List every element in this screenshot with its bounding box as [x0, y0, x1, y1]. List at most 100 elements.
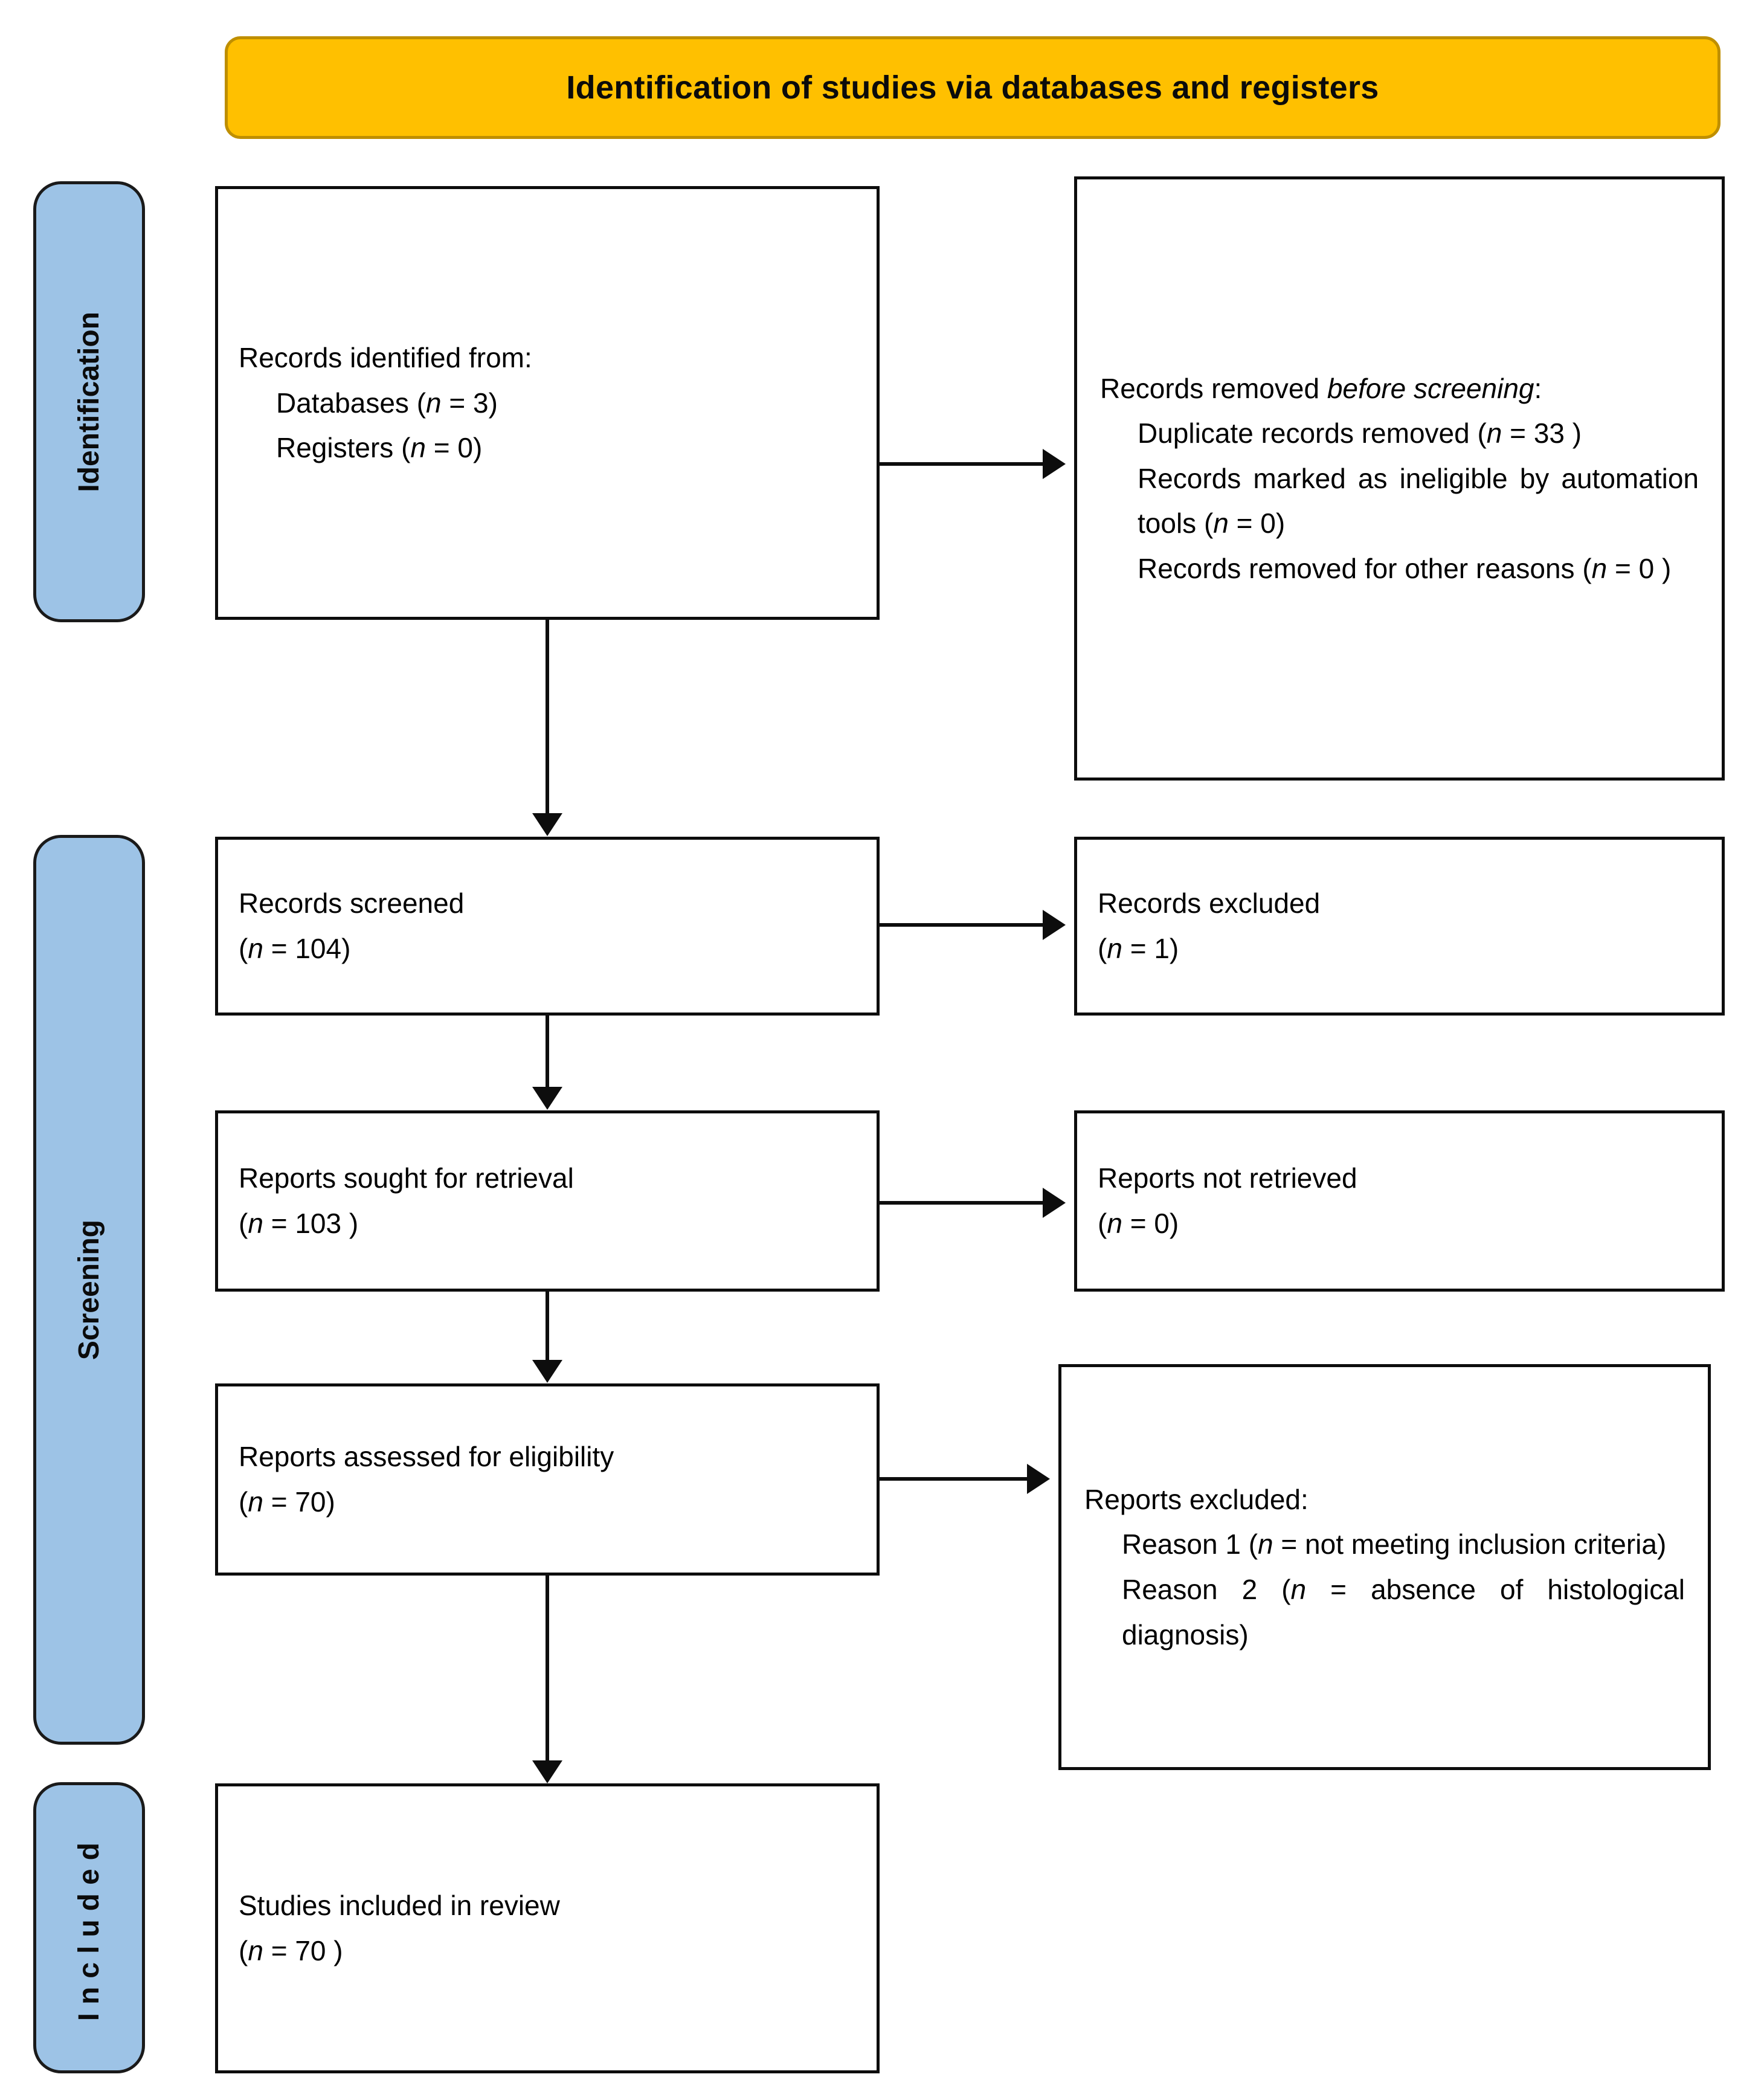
stage-label-included-text: Included — [73, 1834, 105, 2021]
n-italic: n — [248, 1935, 263, 1966]
records-identified-title: Records identified from: — [239, 342, 532, 374]
reports-assessed-count-value: = 70) — [263, 1486, 335, 1518]
reports-excluded-reason-1: Reason 1 (n = not meeting inclusion crit… — [1084, 1522, 1685, 1567]
node-records-screened: Records screened (n = 104) — [215, 837, 880, 1016]
arrowhead-right-icon — [1043, 910, 1066, 940]
stage-label-identification-text: Identification — [73, 311, 105, 492]
node-reports-excluded: Reports excluded: Reason 1 (n = not meet… — [1058, 1364, 1711, 1770]
stage-label-included: Included — [33, 1782, 145, 2073]
arrowhead-down-icon — [532, 1360, 562, 1383]
node-records-identified-body: Records identified from: Databases (n = … — [218, 335, 877, 471]
ineligible-count: = 0) — [1228, 507, 1286, 539]
reports-assessed-count: (n = 70) — [239, 1480, 856, 1525]
n-italic: n — [248, 933, 263, 964]
arrowhead-right-icon — [1043, 1188, 1066, 1218]
records-removed-title-lead: Records removed — [1100, 372, 1327, 404]
stage-label-screening: Screening — [33, 835, 145, 1745]
arrowhead-right-icon — [1043, 449, 1066, 479]
node-records-removed-before-screening: Records removed before screening: Duplic… — [1074, 176, 1725, 781]
reason-1-text: = not meeting inclusion criteria) — [1273, 1528, 1667, 1560]
node-studies-included: Studies included in review (n = 70 ) — [215, 1783, 880, 2073]
reason-1-label: Reason 1 ( — [1122, 1528, 1258, 1560]
records-excluded-title: Records excluded — [1098, 887, 1321, 919]
connector-assessed-to-reports-excluded — [880, 1477, 1027, 1481]
node-reports-excluded-body: Reports excluded: Reason 1 (n = not meet… — [1061, 1477, 1708, 1657]
n-italic: n — [1107, 933, 1122, 964]
records-excluded-count: (n = 1) — [1098, 926, 1701, 971]
n-italic: n — [1591, 552, 1608, 584]
records-screened-count-value: = 104) — [263, 933, 351, 964]
reports-excluded-reason-2: Reason 2 (n = absence of histological di… — [1084, 1567, 1685, 1657]
node-records-excluded-body: Records excluded (n = 1) — [1077, 881, 1722, 971]
records-excluded-count-value: = 1) — [1122, 933, 1179, 964]
connector-identified-to-removed — [880, 462, 1043, 466]
reports-not-retrieved-title: Reports not retrieved — [1098, 1162, 1357, 1194]
reason-2-text: = absence of histological diagnosis) — [1122, 1574, 1685, 1650]
node-reports-not-retrieved-body: Reports not retrieved (n = 0) — [1077, 1156, 1722, 1246]
open-paren: ( — [239, 1486, 248, 1518]
n-italic: n — [1258, 1528, 1273, 1560]
registers-count: = 0) — [425, 432, 483, 464]
reports-excluded-title: Reports excluded: — [1084, 1483, 1309, 1515]
arrowhead-right-icon — [1027, 1464, 1050, 1494]
records-screened-title: Records screened — [239, 887, 465, 919]
open-paren: ( — [239, 933, 248, 964]
node-records-screened-body: Records screened (n = 104) — [218, 881, 877, 971]
connector-screened-to-sought — [546, 1016, 549, 1087]
node-records-identified: Records identified from: Databases (n = … — [215, 186, 880, 620]
records-removed-other-reasons: Records removed for other reasons (n = 0… — [1100, 546, 1699, 591]
records-screened-count: (n = 104) — [239, 926, 856, 971]
open-paren: ( — [239, 1935, 248, 1966]
node-reports-not-retrieved: Reports not retrieved (n = 0) — [1074, 1110, 1725, 1292]
arrowhead-down-icon — [532, 1087, 562, 1110]
n-italic: n — [248, 1208, 263, 1239]
arrowhead-down-icon — [532, 1760, 562, 1783]
records-identified-registers: Registers (n = 0) — [239, 425, 856, 471]
node-studies-included-body: Studies included in review (n = 70 ) — [218, 1883, 877, 1973]
n-italic: n — [1213, 507, 1229, 539]
duplicate-records-removed: Duplicate records removed (n = 33 ) — [1100, 411, 1699, 456]
before-screening-italic: before screening — [1327, 372, 1534, 404]
open-paren: ( — [1098, 933, 1107, 964]
stage-label-identification: Identification — [33, 181, 145, 622]
reports-sought-title: Reports sought for retrieval — [239, 1162, 574, 1194]
reason-2-label: Reason 2 ( — [1122, 1574, 1291, 1605]
duplicate-label: Duplicate records removed — [1138, 417, 1470, 449]
diagram-banner: Identification of studies via databases … — [225, 36, 1721, 139]
n-italic: n — [1486, 417, 1502, 449]
reports-sought-count-value: = 103 ) — [263, 1208, 359, 1239]
records-ineligible-automation: Records marked as ineligible by automati… — [1100, 456, 1699, 546]
studies-included-title: Studies included in review — [239, 1890, 560, 1922]
records-removed-title: Records removed before screening: — [1100, 366, 1699, 411]
node-records-removed-body: Records removed before screening: Duplic… — [1077, 366, 1722, 591]
databases-count: = 3) — [441, 387, 498, 419]
connector-assessed-to-included — [546, 1576, 549, 1760]
studies-included-count: (n = 70 ) — [239, 1928, 856, 1974]
reports-not-retrieved-count: (n = 0) — [1098, 1201, 1701, 1246]
open-paren: ( — [1098, 1208, 1107, 1239]
connector-screened-to-excluded — [880, 923, 1043, 927]
records-removed-title-colon: : — [1534, 372, 1542, 404]
n-italic: n — [1107, 1208, 1122, 1239]
node-reports-assessed-body: Reports assessed for eligibility (n = 70… — [218, 1434, 877, 1524]
node-reports-sought: Reports sought for retrieval (n = 103 ) — [215, 1110, 880, 1292]
reports-assessed-title: Reports assessed for eligibility — [239, 1441, 614, 1473]
banner-title: Identification of studies via databases … — [566, 69, 1379, 106]
n-italic: n — [248, 1486, 263, 1518]
studies-included-count-value: = 70 ) — [263, 1935, 343, 1966]
other-reasons-count: = 0 ) — [1607, 552, 1672, 584]
n-italic: n — [426, 387, 442, 419]
connector-sought-to-assessed — [546, 1292, 549, 1360]
n-italic: n — [1290, 1574, 1307, 1605]
node-records-excluded: Records excluded (n = 1) — [1074, 837, 1725, 1016]
node-reports-assessed: Reports assessed for eligibility (n = 70… — [215, 1383, 880, 1576]
other-reasons-label: Records removed for other reasons ( — [1138, 552, 1592, 584]
node-reports-sought-body: Reports sought for retrieval (n = 103 ) — [218, 1156, 877, 1246]
reports-sought-count: (n = 103 ) — [239, 1201, 856, 1246]
connector-sought-to-not-retrieved — [880, 1201, 1043, 1205]
databases-label: Databases ( — [276, 387, 427, 419]
n-italic: n — [410, 432, 426, 464]
connector-identified-to-screened — [546, 620, 549, 813]
open-paren: ( — [239, 1208, 248, 1239]
